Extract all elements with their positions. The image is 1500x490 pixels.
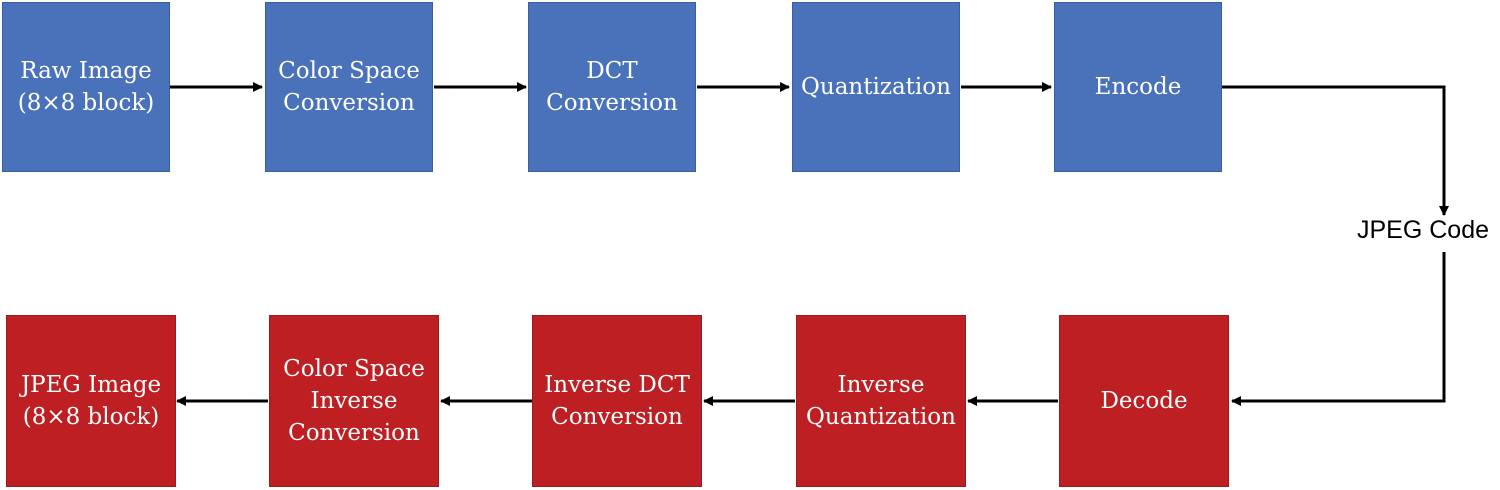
decode-box: Decode: [1059, 315, 1229, 487]
inverse-quantization-box: Inverse Quantization: [796, 315, 966, 487]
raw-image-box: Raw Image (8×8 block): [2, 2, 170, 172]
arrow-code-to-decode: [1231, 252, 1446, 406]
jpeg-code-label: JPEG Code: [1357, 216, 1490, 245]
arrow-encode-to-code: [1222, 85, 1449, 216]
color-space-inverse-conversion-box: Color Space Inverse Conversion: [269, 315, 439, 487]
encode-box: Encode: [1054, 2, 1222, 172]
inverse-dct-conversion-box: Inverse DCT Conversion: [532, 315, 702, 487]
quantization-box: Quantization: [792, 2, 960, 172]
dct-conversion-box: DCT Conversion: [528, 2, 696, 172]
jpeg-image-box: JPEG Image (8×8 block): [6, 315, 176, 487]
color-space-conversion-box: Color Space Conversion: [265, 2, 433, 172]
